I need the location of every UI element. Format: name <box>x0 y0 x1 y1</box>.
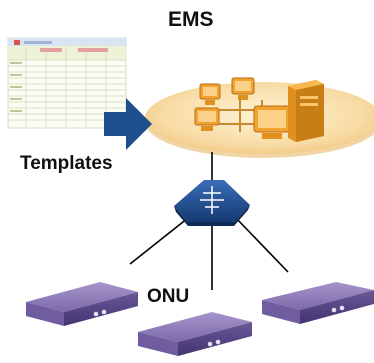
onu-label: ONU <box>147 286 190 307</box>
onu-device-icon <box>26 282 138 326</box>
computer-icon <box>253 105 291 139</box>
computer-icon <box>199 83 221 105</box>
onu-device-icon <box>138 312 252 356</box>
right-arrow-icon <box>104 98 152 150</box>
server-icon <box>288 80 324 142</box>
connection-lines <box>129 152 289 290</box>
onu-device-icon <box>262 282 374 324</box>
computer-icon <box>194 107 220 131</box>
computer-icon <box>231 77 255 100</box>
templates-label: Templates <box>20 153 113 174</box>
ems-computers <box>194 77 324 142</box>
network-switch-icon <box>174 180 250 226</box>
ems-label: EMS <box>168 8 214 31</box>
